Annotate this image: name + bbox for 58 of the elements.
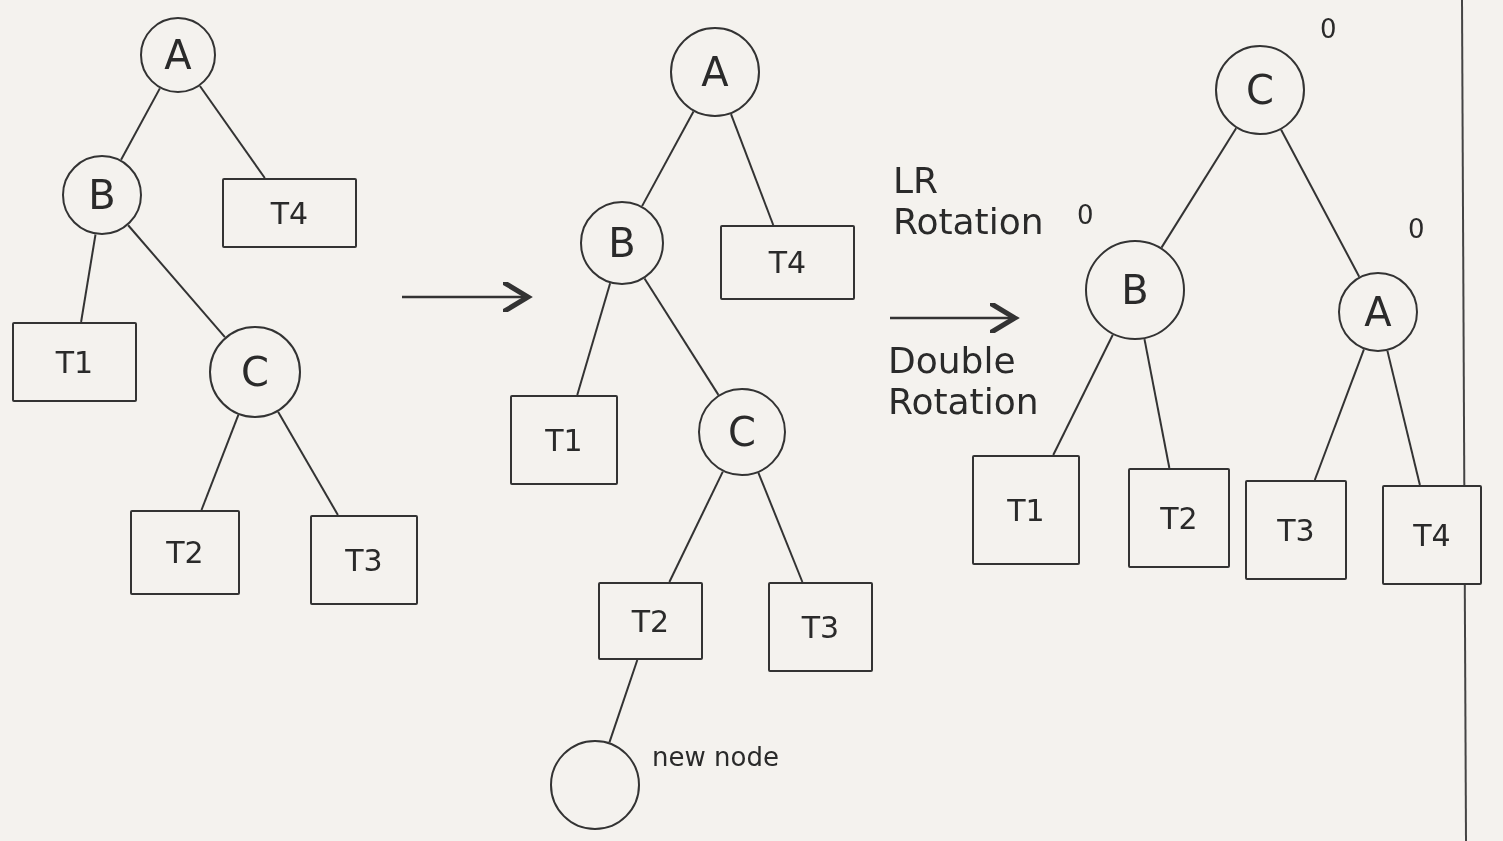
tree-edge: [1386, 349, 1421, 486]
tree-edge: [277, 410, 339, 516]
balance-factor: 0: [1408, 214, 1425, 244]
tree-edge: [120, 87, 161, 161]
subtree-box: [1382, 485, 1482, 585]
node-label: C: [1246, 67, 1274, 113]
tree-edge: [1313, 348, 1365, 481]
node-label: T2: [631, 603, 670, 639]
tree-edge: [1052, 333, 1114, 456]
node-caption: new node: [652, 742, 779, 772]
tree-edge: [1160, 127, 1238, 249]
node-label: T1: [1007, 492, 1045, 528]
subtree-box: [222, 178, 357, 248]
tree-edge: [641, 110, 695, 208]
subtree-box: [12, 322, 137, 402]
subtree-box: [598, 582, 703, 660]
tree-edge: [730, 113, 775, 226]
subtree-box: [310, 515, 418, 605]
rotation-label: LR Rotation: [893, 160, 1045, 243]
node-label: T1: [55, 344, 94, 380]
node-label: A: [1364, 289, 1392, 335]
node-label: A: [164, 32, 192, 78]
node-label: T3: [1277, 512, 1315, 548]
node-label: C: [728, 409, 756, 455]
tree-edge: [643, 277, 720, 396]
subtree-box: [1245, 480, 1347, 580]
node-label: T3: [345, 542, 383, 578]
tree-edge: [1280, 128, 1361, 278]
subtree-box: [130, 510, 240, 595]
node-label: T2: [1160, 500, 1198, 536]
node-label: T1: [545, 422, 583, 458]
tree-edge: [200, 413, 240, 511]
node-label: T2: [166, 535, 204, 570]
tree-edge: [668, 470, 724, 583]
subtree-box: [720, 225, 855, 300]
subtree-box: [972, 455, 1080, 565]
node-label: T3: [801, 609, 840, 645]
node-label: A: [701, 49, 729, 95]
tree-edge: [198, 85, 266, 179]
node-label: T4: [270, 195, 309, 231]
tree-edge: [576, 282, 612, 396]
subtree-box: [1128, 468, 1230, 568]
node-label: T4: [768, 245, 807, 280]
subtree-box: [768, 582, 873, 672]
tree-edge: [1143, 338, 1171, 469]
rotation-label: Double Rotation: [888, 340, 1040, 423]
balance-factor: 0: [1320, 14, 1337, 44]
node-label: T4: [1413, 517, 1451, 553]
node-label: B: [1121, 267, 1149, 313]
tree-edge: [80, 233, 97, 323]
tree-edge: [608, 659, 639, 744]
node-label: B: [88, 172, 116, 218]
node-label: B: [608, 220, 636, 266]
subtree-box: [510, 395, 618, 485]
tree-edge: [757, 471, 804, 583]
balance-factor: 0: [1077, 200, 1094, 230]
node-label: C: [241, 349, 269, 395]
tree-edge: [127, 224, 226, 339]
